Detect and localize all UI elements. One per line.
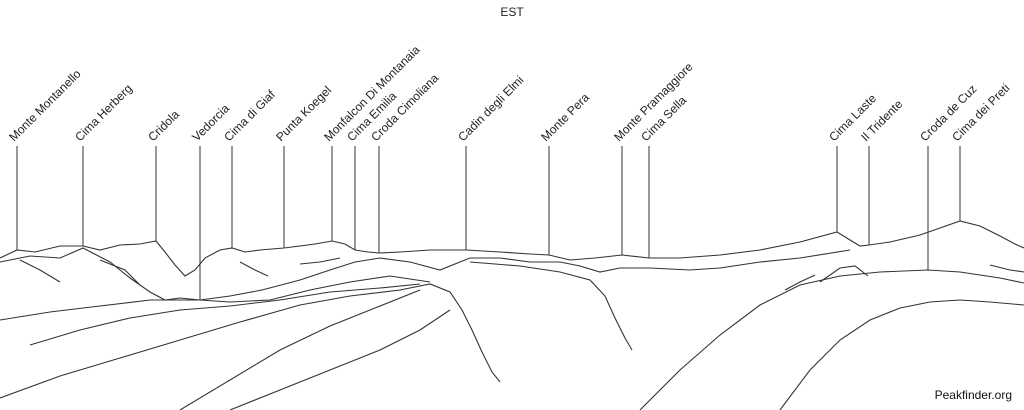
ridge-16 [299,257,341,265]
peak-marker: Monte Pera [538,90,592,255]
peak-marker: Cima Laste [826,91,879,232]
peak-marker: Punta Koegel [273,83,334,248]
peak-name[interactable]: Monte Pera [538,90,592,144]
ridge-7 [229,309,451,410]
peak-name[interactable]: Monte Montanello [6,67,84,145]
peak-marker: Monte Montanello [6,67,84,250]
ridge-14 [99,259,141,286]
ridgelines [0,220,1024,410]
peak-marker: Il Tridente [858,97,906,245]
peak-marker: Cridola [145,107,182,241]
peak-marker: Croda de Cuz [917,82,979,270]
ridge-main [0,220,1024,277]
ridge-6 [179,289,421,410]
ridge-3 [0,275,431,321]
ridge-2 [0,247,851,301]
ridge-9 [639,269,1024,410]
peak-name[interactable]: Cadin degli Elmi [455,73,526,144]
ridge-13 [19,259,61,283]
peak-name[interactable]: Cridola [145,107,182,144]
ridge-4 [29,283,421,346]
ridge-10 [779,299,1024,410]
direction-label: EST [500,5,524,19]
peak-marker: Cima Herberg [72,81,135,246]
ridge-15 [239,261,269,277]
brand-label: Peakfinder.org [934,388,1012,402]
ridge-11 [819,265,869,283]
peak-marker: Monfalcon Di Montanaia [321,42,423,241]
ridge-17 [989,264,1024,273]
peak-name[interactable]: Monfalcon Di Montanaia [321,42,423,144]
ridge-12 [784,274,816,291]
peak-marker: Cadin degli Elmi [455,73,526,250]
ridge-5 [0,283,501,399]
peak-name[interactable]: Cima di Giaf [221,87,278,144]
peak-name[interactable]: Cima Herberg [72,81,135,144]
ridge-8 [469,261,633,351]
peak-marker: Monte Pramaggiore [611,59,696,255]
